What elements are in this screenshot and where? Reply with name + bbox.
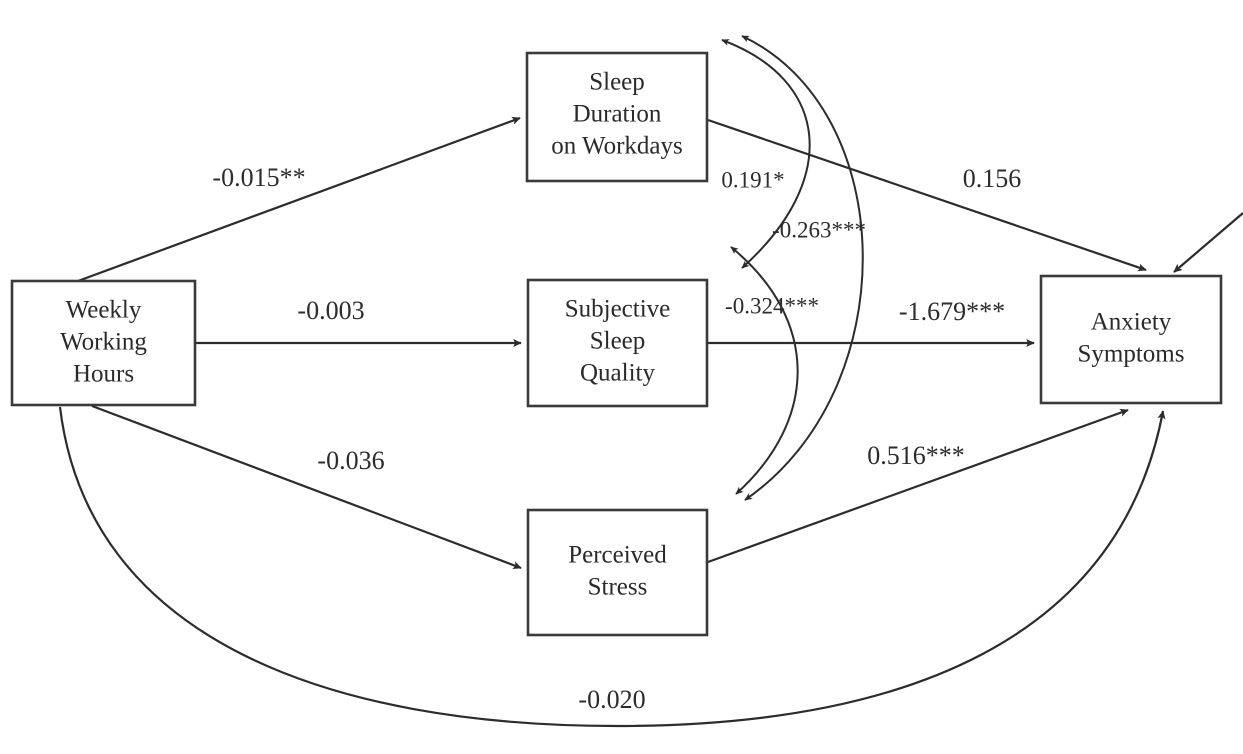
edge-sleep-duration-with-perceived-stress — [741, 35, 864, 501]
node-anxiety-symptoms-line-2: Symptoms — [1078, 341, 1185, 368]
node-sleep-duration-line-3: on Workdays — [551, 133, 683, 160]
node-weekly-working-hours-line-1: Weekly — [66, 297, 142, 324]
edge-label-perceived-stress-to-anxiety: 0.516*** — [867, 441, 965, 470]
covariance-edges — [721, 35, 864, 501]
edge-label-sleep-quality-to-anxiety: -1.679*** — [899, 297, 1005, 326]
node-subjective-sleep-quality[interactable]: Subjective Sleep Quality — [526, 278, 709, 408]
node-anxiety-symptoms[interactable]: Anxiety Symptoms — [1039, 274, 1223, 405]
node-sleep-duration-line-1: Sleep — [589, 69, 645, 96]
node-sleep-duration[interactable]: Sleep Duration on Workdays — [525, 51, 709, 183]
node-subjective-sleep-quality-line-3: Quality — [580, 360, 655, 387]
edge-wwh-to-perceived-stress — [91, 404, 522, 570]
edge-wwh-to-anxiety — [58, 406, 1166, 728]
edge-label-sleep-duration-with-sleep-quality: 0.191* — [721, 167, 784, 192]
edge-sleep-duration-with-sleep-quality — [721, 39, 811, 269]
node-perceived-stress[interactable]: Perceived Stress — [526, 508, 709, 637]
node-subjective-sleep-quality-line-2: Sleep — [590, 328, 646, 355]
edge-label-sleep-duration-to-anxiety: 0.156 — [963, 164, 1022, 193]
node-sleep-duration-line-2: Duration — [573, 101, 662, 128]
node-perceived-stress-line-1: Perceived — [568, 542, 667, 569]
edge-label-sleep-duration-with-perceived-stress: -0.263*** — [772, 217, 866, 242]
edge-perceived-stress-to-anxiety — [707, 408, 1129, 564]
direct-path-edges — [58, 116, 1243, 728]
edge-labels-layer: -0.015** -0.003 -0.036 -0.020 0.156 -1.6… — [212, 163, 1021, 714]
node-weekly-working-hours[interactable]: Weekly Working Hours — [10, 279, 197, 407]
edge-label-wwh-to-anxiety: -0.020 — [578, 685, 645, 714]
edge-sleep-quality-with-perceived-stress — [730, 246, 799, 495]
edge-label-sleep-quality-with-perceived-stress: -0.324*** — [725, 293, 819, 318]
edge-label-wwh-to-perceived-stress: -0.036 — [317, 446, 384, 475]
edge-label-wwh-to-sleep-quality: -0.003 — [297, 296, 364, 325]
node-anxiety-symptoms-line-1: Anxiety — [1091, 309, 1172, 336]
node-perceived-stress-line-2: Stress — [588, 574, 648, 601]
nodes-layer: Weekly Working Hours Sleep Duration on W… — [10, 51, 1223, 637]
node-subjective-sleep-quality-line-1: Subjective — [565, 296, 671, 323]
edge-sleep-duration-to-anxiety — [707, 118, 1147, 272]
node-weekly-working-hours-line-2: Working — [60, 329, 147, 356]
edge-anxiety-disturbance — [1173, 212, 1243, 273]
edge-wwh-to-sleep-duration — [77, 116, 521, 283]
edge-label-wwh-to-sleep-duration: -0.015** — [212, 163, 305, 192]
node-weekly-working-hours-line-3: Hours — [73, 361, 134, 388]
